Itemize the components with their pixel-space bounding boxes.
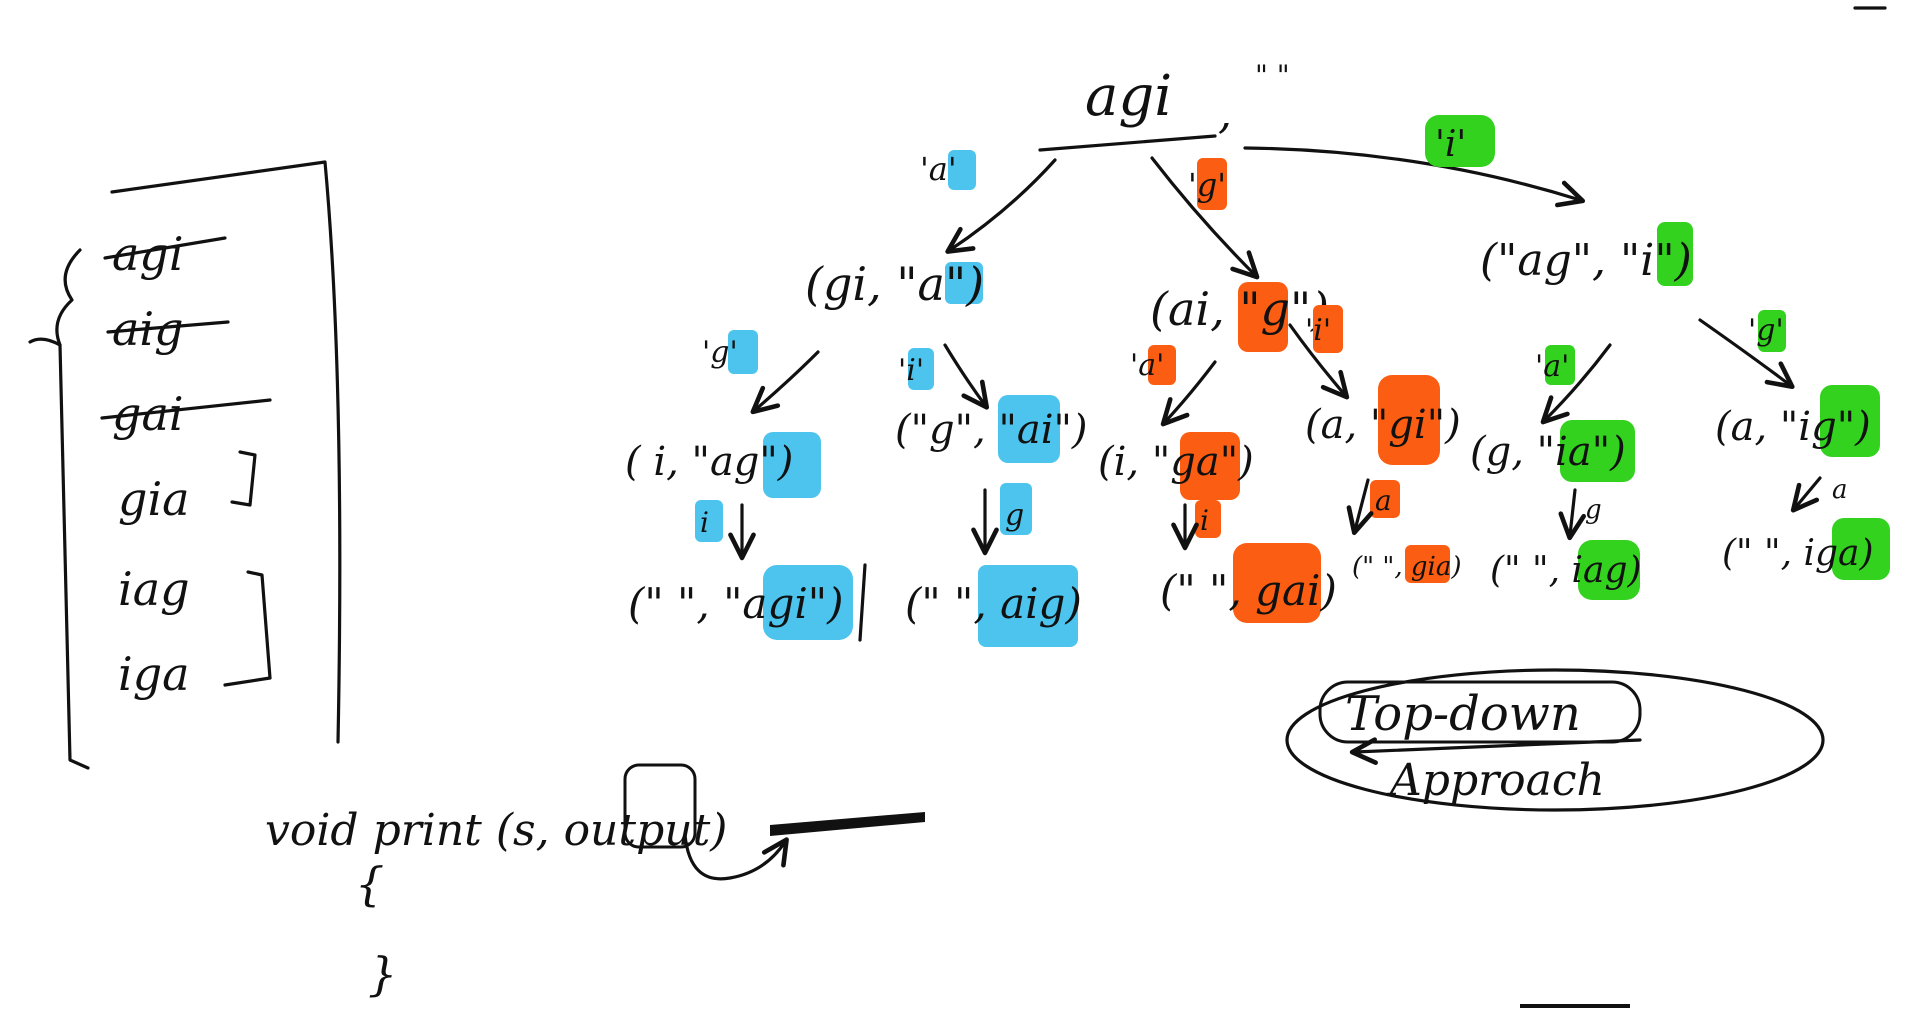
leaf-node: (" ", gia) (1352, 545, 1461, 583)
svg-text:(" ", gia): (" ", gia) (1352, 552, 1461, 582)
svg-text:(" ", iag): (" ", iag) (1490, 550, 1642, 591)
edge-left-g: 'g' (702, 335, 738, 370)
leaf-node: (" ", "agi") (628, 563, 867, 642)
result-item: iga (118, 647, 190, 701)
edge-i-highlight (1425, 115, 1495, 167)
svg-text:(" ", "agi"): (" ", "agi") (628, 579, 843, 628)
label-line1: Top-down (1345, 686, 1581, 742)
svg-text:("g", "ai"): ("g", "ai") (895, 407, 1088, 453)
level2-node: ("g", "ai") (895, 395, 1088, 463)
svg-text:(" ", aig): (" ", aig) (905, 579, 1082, 628)
root-edges: 'a' 'g' 'i' (920, 115, 1586, 280)
root-strike (1038, 134, 1217, 152)
level2-node: (a, "ig") (1715, 385, 1880, 457)
edge3-label: i (700, 506, 709, 539)
edge-right-g: 'g' (1748, 313, 1784, 348)
svg-text:(" ", gai): (" ", gai) (1160, 566, 1337, 615)
result-set-brace (55, 248, 90, 770)
edge3-label: g (1585, 495, 1602, 525)
svg-text:(ai, "g"): (ai, "g") (1150, 282, 1329, 336)
root-output: " " (1255, 59, 1290, 92)
edge-label-a: 'a' (920, 150, 957, 188)
svg-text:( i, "ag"): ( i, "ag") (625, 439, 793, 485)
leaf-node: (" ", iga) (1722, 518, 1890, 580)
svg-text:(gi, "a"): (gi, "a") (805, 257, 984, 311)
edge-g-highlight (1197, 158, 1227, 210)
result-list: agi aig gai gia iag iga (28, 160, 342, 770)
svg-text:("ag", "i"): ("ag", "i") (1480, 235, 1692, 286)
edge-a-highlight (948, 150, 976, 190)
edge3-label: a (1375, 484, 1392, 517)
level1-right-node: ("ag", "i") (1480, 222, 1693, 286)
edge-root-left (945, 158, 1057, 254)
edge-middle-a: 'a' (1130, 348, 1164, 383)
label-outline (1285, 668, 1825, 812)
edge-label-g: 'g' (1188, 166, 1226, 204)
level3-edges: i g i a g a (695, 475, 1848, 561)
leaf-node: (" ", iag) (1490, 540, 1642, 600)
label-line2: Approach (1386, 755, 1605, 806)
edge-middle-i: 'i' (1305, 313, 1331, 348)
edge3-label: g (1005, 498, 1024, 533)
result-box-outline (110, 160, 342, 744)
svg-text:(g, "ia"): (g, "ia") (1470, 429, 1626, 475)
output-underline (770, 812, 925, 836)
top-down-label: Top-down Approach (1285, 668, 1825, 812)
edge3-label: a (1832, 475, 1848, 505)
strikethrough (106, 320, 230, 334)
level2-node: (i, "ga") (1098, 432, 1254, 500)
s-to-output-arrow (683, 833, 789, 881)
open-brace: { (355, 857, 384, 911)
root-node: agi " " , (1038, 59, 1290, 152)
param-s-circle (623, 763, 697, 849)
code-snippet: void print (s, output) { } (265, 763, 925, 1001)
level2-edges: 'g' 'i' 'a' 'i' 'a' 'g' (702, 305, 1795, 427)
leaf-node: (" ", aig) (905, 565, 1082, 647)
close-brace: } (368, 947, 397, 1001)
strikethrough (100, 398, 272, 420)
root-input: agi (1085, 64, 1172, 129)
edge3-label: i (1200, 504, 1209, 537)
edge-root-right (1243, 146, 1586, 208)
level2-node: (g, "ia") (1470, 420, 1635, 482)
level2-nodes: ( i, "ag") ("g", "ai") (i, "ga") (a, "gi… (625, 375, 1880, 500)
svg-text:(a, "ig"): (a, "ig") (1715, 404, 1871, 450)
leaf-nodes: (" ", "agi") (" ", aig) (" ", gai) (" ",… (628, 518, 1890, 647)
level1-left-node: (gi, "a") (805, 257, 984, 311)
svg-text:,: , (1218, 88, 1232, 139)
edge-left-i: 'i' (898, 353, 924, 388)
edge-label-i: 'i' (1435, 124, 1466, 165)
svg-text:(i, "ga"): (i, "ga") (1098, 439, 1254, 485)
strikethrough (103, 236, 227, 260)
svg-text:(" ", iga): (" ", iga) (1722, 533, 1874, 574)
edge-root-middle (1150, 156, 1260, 280)
leaf-node: (" ", gai) (1160, 543, 1337, 623)
level2-node: (a, "gi") (1305, 375, 1461, 465)
edge-right-a: 'a' (1535, 349, 1569, 384)
result-item: iag (118, 562, 190, 616)
svg-text:(a, "gi"): (a, "gi") (1305, 402, 1461, 448)
level2-node: ( i, "ag") (625, 432, 821, 498)
result-item: gia (118, 472, 190, 526)
